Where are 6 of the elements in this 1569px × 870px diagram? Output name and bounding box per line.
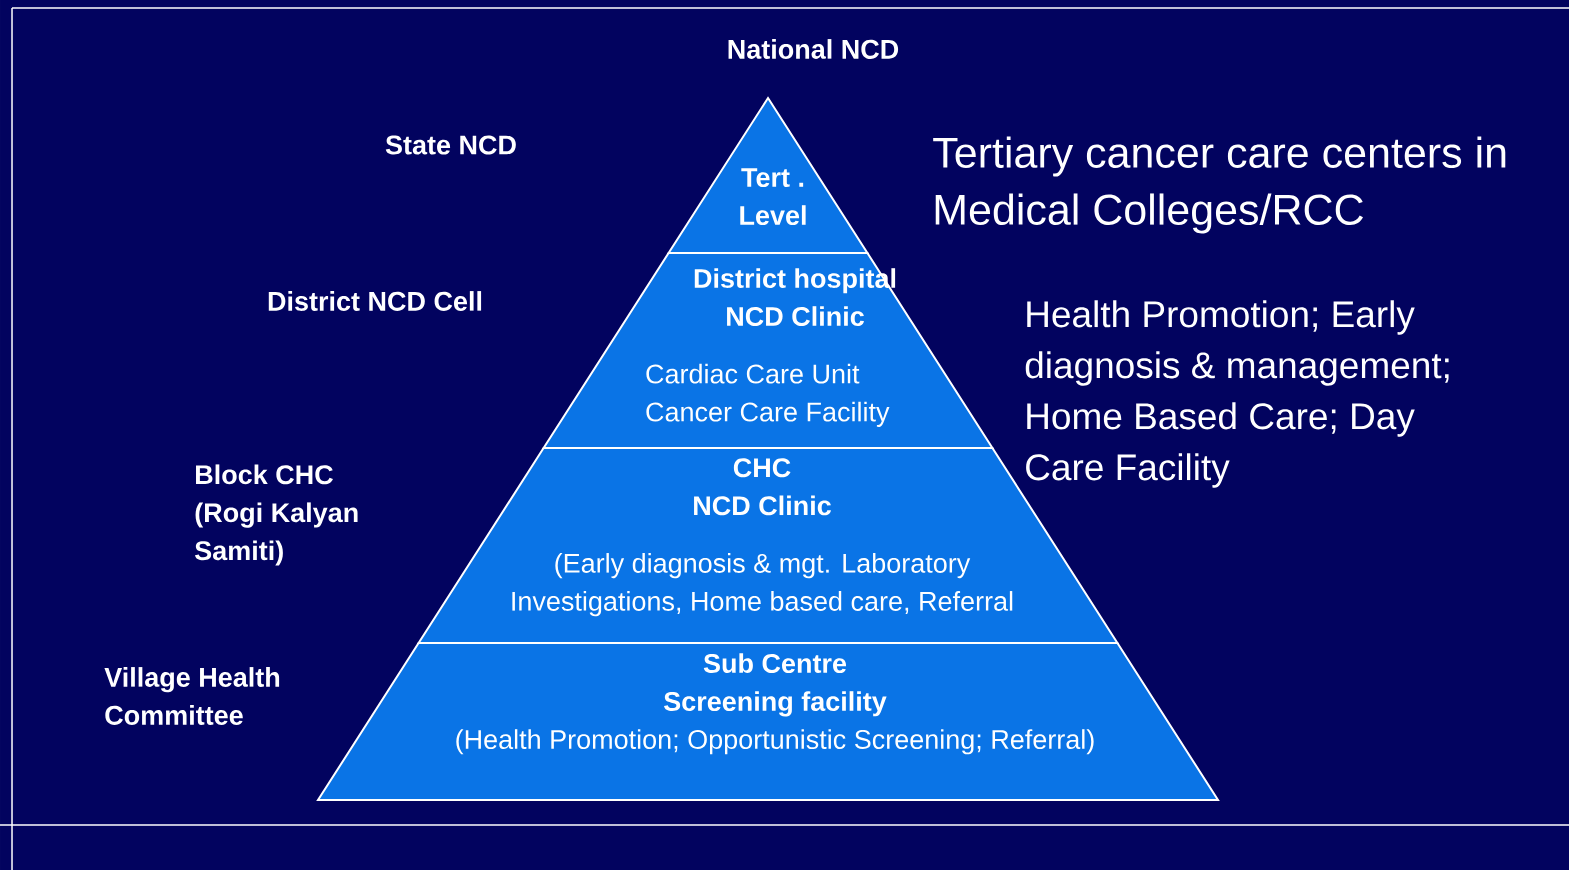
tier-label: State NCD xyxy=(385,135,516,155)
description-text: Tertiary cancer care centers in Medical Colleges/RCC xyxy=(933,136,1506,234)
tier-label: Block CHC (Rogi Kalyan Samiti) xyxy=(195,464,358,566)
tier-label: District NCD Cell xyxy=(268,291,482,311)
tier-label: National NCD xyxy=(728,39,899,59)
tier-label: Village Health Committee xyxy=(104,667,280,725)
